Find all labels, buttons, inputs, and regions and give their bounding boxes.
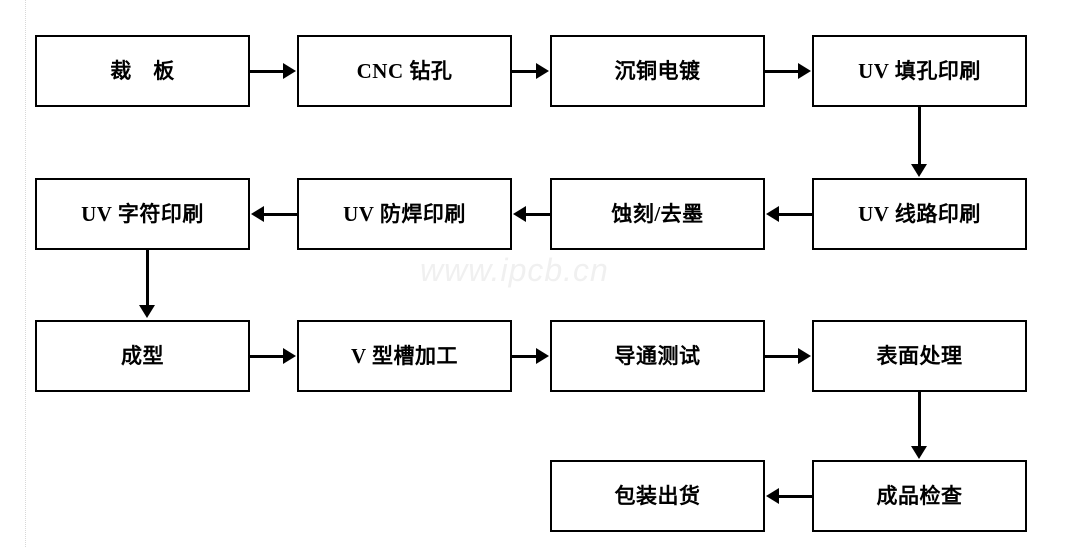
node-label: UV 防焊印刷 xyxy=(343,201,466,226)
node-label: CNC 钻孔 xyxy=(356,58,453,83)
arrow-head-left-icon xyxy=(766,488,779,504)
node-v-cut-processing[interactable]: V 型槽加工 xyxy=(297,320,512,392)
node-label: V 型槽加工 xyxy=(350,343,459,368)
node-label: 包装出货 xyxy=(614,483,701,508)
arrow-head-right-icon xyxy=(283,63,296,79)
connector-line xyxy=(778,213,812,216)
node-packing-shipping[interactable]: 包装出货 xyxy=(550,460,765,532)
node-etching-stripping[interactable]: 蚀刻/去墨 xyxy=(550,178,765,250)
connector-line xyxy=(918,392,921,447)
arrow-head-down-icon xyxy=(911,446,927,459)
watermark-text: www.ipcb.cn xyxy=(420,252,609,288)
node-label: 裁 板 xyxy=(110,58,175,83)
node-cnc-drilling[interactable]: CNC 钻孔 xyxy=(297,35,512,107)
arrow-head-right-icon xyxy=(283,348,296,364)
arrow-head-right-icon xyxy=(798,348,811,364)
node-uv-solder-mask-printing[interactable]: UV 防焊印刷 xyxy=(297,178,512,250)
arrow-head-right-icon xyxy=(536,348,549,364)
arrow-head-left-icon xyxy=(251,206,264,222)
node-surface-treatment[interactable]: 表面处理 xyxy=(812,320,1027,392)
node-label: 表面处理 xyxy=(876,343,963,368)
node-label: 成型 xyxy=(121,343,164,368)
node-label: UV 填孔印刷 xyxy=(858,58,981,83)
node-label: 沉铜电镀 xyxy=(614,58,701,83)
left-margin-guide xyxy=(25,0,27,547)
connector-line xyxy=(918,107,921,165)
connector-line xyxy=(146,250,149,306)
node-uv-circuit-printing[interactable]: UV 线路印刷 xyxy=(812,178,1027,250)
connector-line xyxy=(512,70,537,73)
node-copper-deposition-plating[interactable]: 沉铜电镀 xyxy=(550,35,765,107)
node-continuity-test[interactable]: 导通测试 xyxy=(550,320,765,392)
connector-line xyxy=(765,355,799,358)
node-label: UV 字符印刷 xyxy=(81,201,204,226)
node-forming[interactable]: 成型 xyxy=(35,320,250,392)
arrow-head-right-icon xyxy=(798,63,811,79)
node-label: 成品检查 xyxy=(876,483,963,508)
connector-line xyxy=(765,70,799,73)
arrow-head-down-icon xyxy=(911,164,927,177)
node-label: 导通测试 xyxy=(614,343,701,368)
connector-line xyxy=(778,495,812,498)
node-final-inspection[interactable]: 成品检查 xyxy=(812,460,1027,532)
node-uv-hole-fill-printing[interactable]: UV 填孔印刷 xyxy=(812,35,1027,107)
connector-line xyxy=(263,213,297,216)
connector-line xyxy=(250,355,284,358)
node-cut-board[interactable]: 裁 板 xyxy=(35,35,250,107)
arrow-head-right-icon xyxy=(536,63,549,79)
node-label: 蚀刻/去墨 xyxy=(611,201,704,226)
arrow-head-down-icon xyxy=(139,305,155,318)
connector-line xyxy=(512,355,537,358)
arrow-head-left-icon xyxy=(766,206,779,222)
connector-line xyxy=(526,213,565,216)
connector-line xyxy=(250,70,284,73)
arrow-head-left-icon xyxy=(513,206,526,222)
node-label: UV 线路印刷 xyxy=(858,201,981,226)
node-uv-character-printing[interactable]: UV 字符印刷 xyxy=(35,178,250,250)
